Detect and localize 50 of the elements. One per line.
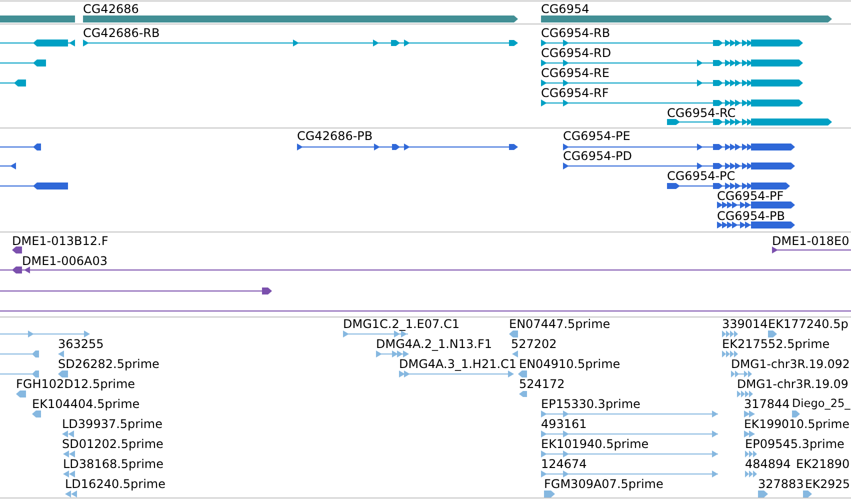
feature-label: EP09545.3prime: [745, 438, 844, 450]
feature-label: EN07447.5prime: [509, 318, 610, 330]
feature-label: DMG4A.3_1.H21.C1: [399, 358, 517, 370]
feature-label: DME1-018E0: [772, 235, 850, 247]
feature-label: 527202: [511, 338, 557, 350]
feature-label: FGM309A07.5prime: [544, 478, 664, 490]
feature-label: LD39937.5prime: [62, 418, 163, 430]
feature-label: LD16240.5prime: [65, 478, 166, 490]
feature-label: DMG4A.2_1.N13.F1: [376, 338, 492, 350]
feature-label: 317844: [744, 398, 790, 410]
feature-label: CG6954-RD: [541, 47, 612, 59]
feature-label: DME1-013B12.F: [12, 235, 108, 247]
feature-label: 363255: [58, 338, 104, 350]
feature-label: EK21890: [796, 458, 850, 470]
feature-label: CG42686-RB: [83, 27, 160, 39]
feature-label: DME1-006A03: [22, 255, 108, 267]
feature-label: CG6954-PB: [717, 210, 786, 222]
feature-label: CG6954-RF: [541, 87, 609, 99]
feature-label: 484894: [745, 458, 791, 470]
feature-label: EK217552.5prime: [722, 338, 830, 350]
feature-label: 493161: [541, 418, 587, 430]
feature-label: 327883: [758, 478, 804, 490]
feature-label: EP15330.3prime: [541, 398, 640, 410]
feature-label: 524172: [519, 378, 565, 390]
feature-label: CG6954-RE: [541, 67, 610, 79]
feature-label: FGH102D12.5prime: [16, 378, 136, 390]
feature-label: CG6954-RC: [667, 107, 736, 119]
feature-label: LD38168.5prime: [63, 458, 164, 470]
feature-label: DMG1-chr3R.19.09: [737, 378, 848, 390]
feature-label: EK177240.5p: [768, 318, 848, 330]
feature-label: EK199010.5prime: [744, 418, 850, 430]
feature-label: CG6954: [541, 3, 590, 15]
feature-label: 124674: [541, 458, 587, 470]
feature-label: EN04910.5prime: [519, 358, 620, 370]
feature-label: CG6954-PF: [717, 190, 784, 202]
feature-label: EK104404.5prime: [32, 398, 140, 410]
feature-label: Diego_25_: [792, 398, 850, 410]
feature-label: CG6954-PD: [563, 150, 632, 162]
feature-label: CG42686-PB: [297, 130, 373, 142]
feature-label: SD26282.5prime: [58, 358, 160, 370]
feature-label: CG6954-PE: [563, 130, 630, 142]
feature-label: CG42686: [83, 3, 139, 15]
feature-label: SD01202.5prime: [62, 438, 164, 450]
feature-label: CG6954-RB: [541, 27, 610, 39]
feature-label: EK101940.5prime: [541, 438, 649, 450]
feature-label: DMG1-chr3R.19.092: [731, 358, 850, 370]
feature-label: EK2925: [805, 478, 850, 490]
feature-label: DMG1C.2_1.E07.C1: [343, 318, 460, 330]
feature-label: 339014: [722, 318, 768, 330]
feature-label: CG6954-PC: [667, 170, 736, 182]
